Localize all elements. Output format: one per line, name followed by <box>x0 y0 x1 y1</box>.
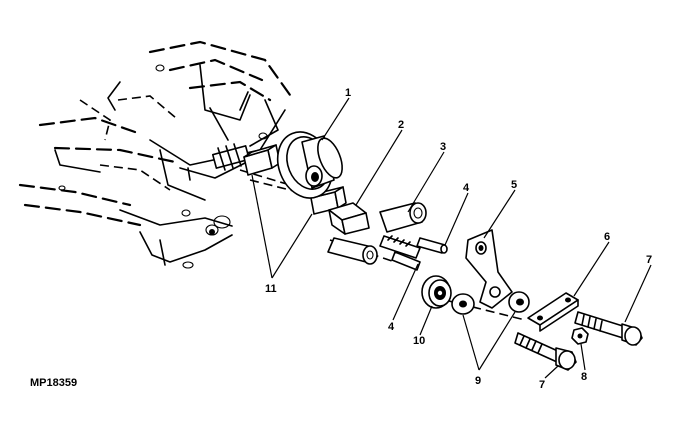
callout-8: 8 <box>581 371 587 383</box>
callout-6: 6 <box>604 231 610 243</box>
leader-lines <box>251 97 652 379</box>
part-8-nut <box>571 327 589 345</box>
callout-7-upper: 7 <box>646 254 652 266</box>
part-1-idler-pulley <box>276 131 343 199</box>
callout-5: 5 <box>511 179 517 191</box>
callout-7-lower: 7 <box>539 379 545 391</box>
part-2-spacer <box>328 202 370 235</box>
part-9-washer-right <box>508 291 530 313</box>
part-10-pulley <box>421 275 452 309</box>
callout-2: 2 <box>398 119 404 131</box>
figure-id: MP18359 <box>30 377 77 389</box>
mower-frame <box>18 40 292 269</box>
part-7-bolt-upper <box>574 311 643 346</box>
callout-labels: 1 2 3 4 5 6 7 4 10 9 8 7 11 <box>265 87 652 391</box>
part-11-spacer-block <box>243 144 281 176</box>
callout-3: 3 <box>440 141 446 153</box>
callout-4-lower: 4 <box>388 321 395 333</box>
part-6-plate <box>527 292 579 332</box>
part-5-idler-arm <box>465 229 513 309</box>
part-4-pin-upper <box>416 237 448 254</box>
part-9-washer-left <box>451 293 475 315</box>
part-7-bolt-lower <box>514 332 577 371</box>
part-4-pin-lower <box>379 235 421 271</box>
part-3-bushing <box>327 202 427 265</box>
callout-9: 9 <box>475 375 481 387</box>
callout-10: 10 <box>413 335 425 347</box>
callout-11: 11 <box>265 283 277 295</box>
callout-4-upper: 4 <box>463 182 470 194</box>
part-11-spacer-block-lower <box>310 186 347 215</box>
callout-1: 1 <box>345 87 351 99</box>
